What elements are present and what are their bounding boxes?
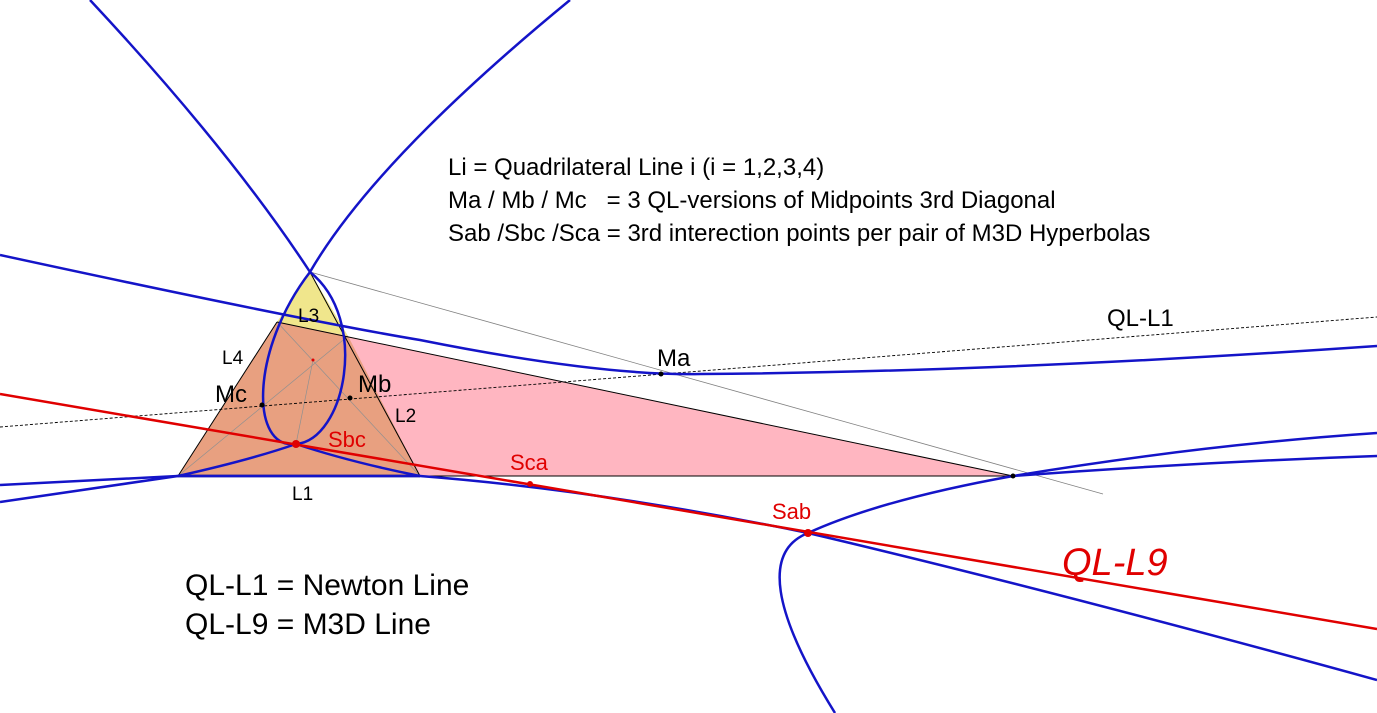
hyperbola-right-branch xyxy=(778,431,1377,713)
label-ql-l1: QL-L1 xyxy=(1107,305,1174,332)
hyperbola-loop-tail xyxy=(177,442,297,478)
label-Mb: Mb xyxy=(358,371,391,398)
line-L3 xyxy=(276,321,1014,477)
label-L4: L4 xyxy=(222,348,244,369)
line-L2 xyxy=(309,271,421,477)
point-Mb xyxy=(347,395,353,401)
top-region xyxy=(277,272,348,336)
diagonal-line xyxy=(309,271,1104,495)
point-A xyxy=(1010,473,1016,479)
point-Sbc xyxy=(292,440,300,448)
point-Ma xyxy=(658,371,664,377)
m3d-line xyxy=(0,392,1377,631)
point-Mc xyxy=(259,402,265,408)
newton-line xyxy=(0,316,1377,428)
small-triangle-region xyxy=(178,322,420,476)
line-L4 xyxy=(177,321,278,477)
note-newton-line: QL-L1 = Newton Line xyxy=(185,569,469,602)
hyperbola-bottom-left xyxy=(0,474,179,504)
label-L3: L3 xyxy=(298,306,319,327)
label-Sbc: Sbc xyxy=(328,427,366,452)
label-Sca: Sca xyxy=(510,450,549,475)
label-Sab: Sab xyxy=(772,499,811,524)
label-Ma: Ma xyxy=(657,345,691,372)
legend-line-2: Ma / Mb / Mc = 3 QL-versions of Midpoint… xyxy=(448,187,1056,214)
label-ql-l9: QL-L9 xyxy=(1062,542,1168,584)
hyperbola-upper-left xyxy=(89,0,571,275)
point-Sca xyxy=(527,481,533,487)
label-L2: L2 xyxy=(395,406,416,427)
legend-line-1: Li = Quadrilateral Line i (i = 1,2,3,4) xyxy=(448,154,824,181)
hyperbola-loop-tail-right xyxy=(295,442,421,478)
cevian-line-3 xyxy=(295,359,314,445)
label-Mc: Mc xyxy=(215,381,247,408)
label-L1: L1 xyxy=(292,484,313,505)
point-Sab xyxy=(804,529,812,537)
legend-line-3: Sab /Sbc /Sca = 3rd interection points p… xyxy=(448,220,1150,247)
hyperbola-left-arm xyxy=(0,253,1377,376)
hyperbola-lower-left xyxy=(0,474,1377,682)
note-m3d-line: QL-L9 = M3D Line xyxy=(185,608,431,641)
point-center xyxy=(311,358,315,362)
hyperbola-right-lower xyxy=(1012,454,1377,478)
